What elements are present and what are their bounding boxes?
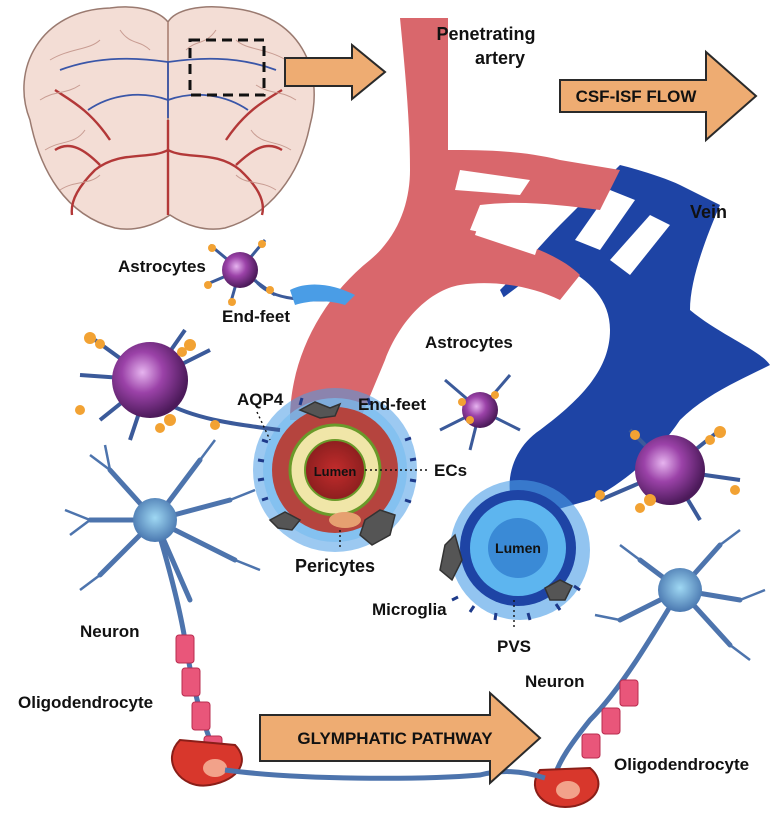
label-neuron-left: Neuron: [80, 622, 140, 641]
label-csf-isf-flow: CSF-ISF FLOW: [576, 87, 698, 106]
neuron-left: [64, 439, 261, 787]
artery-vessel: [290, 18, 620, 420]
csf-isf-flow-arrow: [559, 49, 758, 143]
astrocyte-right-small: [439, 374, 521, 451]
label-end-feet-mid: End-feet: [358, 395, 426, 414]
label-penetrating-artery-1: Penetrating: [436, 24, 535, 44]
label-ecs: ECs: [434, 461, 467, 480]
glymphatic-pathway-arrow: [259, 690, 542, 786]
vein-vessel: [500, 165, 770, 520]
astrocyte-right-large: [595, 426, 741, 522]
label-vein: Vein: [690, 202, 727, 222]
label-lumen-artery: Lumen: [314, 464, 357, 479]
label-astrocytes-top: Astrocytes: [118, 257, 206, 276]
label-pvs: PVS: [497, 637, 531, 656]
pointer-lines: [256, 411, 515, 630]
label-oligodendrocyte-left: Oligodendrocyte: [18, 693, 153, 712]
label-microglia: Microglia: [372, 600, 447, 619]
label-lumen-vein: Lumen: [495, 540, 541, 556]
astrocyte-top: [204, 239, 355, 306]
label-astrocytes-right: Astrocytes: [425, 333, 513, 352]
label-neuron-right: Neuron: [525, 672, 585, 691]
zoom-arrow: [284, 42, 387, 102]
label-glymphatic-pathway: GLYMPHATIC PATHWAY: [297, 729, 493, 748]
label-penetrating-artery-2: artery: [475, 48, 525, 68]
artery-cross-section: [253, 388, 417, 552]
axon-bridge: [224, 767, 546, 781]
label-oligodendrocyte-right: Oligodendrocyte: [614, 755, 749, 774]
label-pericytes: Pericytes: [295, 556, 375, 576]
microglia-cells: [268, 401, 574, 601]
zoom-region-box: [188, 38, 266, 97]
label-aqp4: AQP4: [237, 390, 284, 409]
brain-illustration: [23, 6, 315, 230]
neuron-right: [534, 529, 766, 808]
astrocyte-left-large: [75, 328, 281, 441]
label-end-feet-top: End-feet: [222, 307, 290, 326]
